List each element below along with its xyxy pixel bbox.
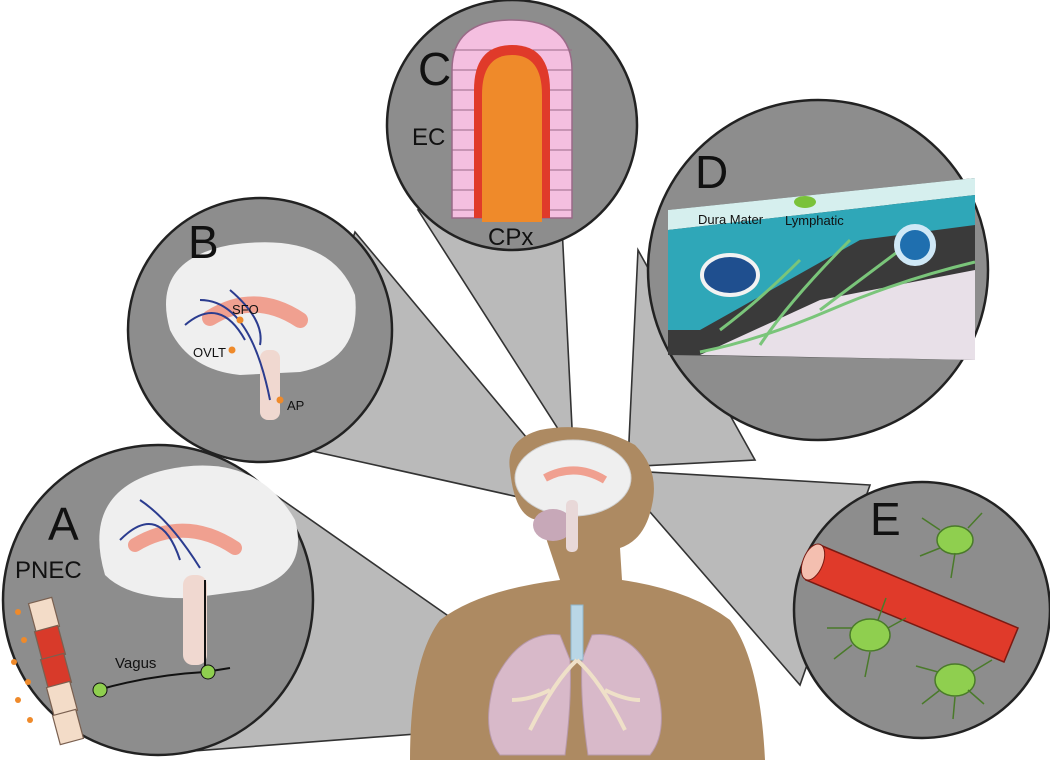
panel-c-letter: C: [418, 43, 451, 95]
panel-b-corpus: [202, 296, 308, 328]
ovlt-marker: [228, 346, 236, 354]
label-vagus: Vagus: [115, 655, 156, 672]
panel-c: C EC CPx: [385, 0, 639, 252]
panel-d-artery: [894, 224, 936, 266]
label-ovlt: OVLT: [193, 345, 226, 360]
panel-d-dura: [668, 178, 975, 230]
ap-marker: [276, 396, 284, 404]
panel-e-vessel-lumen: [800, 543, 826, 581]
label-ec: EC: [412, 124, 445, 151]
panel-c-core: [482, 55, 542, 222]
glia-cells: [827, 512, 993, 720]
neuron-icon: [92, 682, 108, 698]
panel-d: D Dura Mater Lymphatic: [646, 98, 990, 442]
panel-b: B SFO OVLT AP: [126, 196, 394, 464]
sfo-marker: [236, 316, 244, 324]
panel-a-letter: A: [48, 498, 79, 550]
glia-cell: [915, 659, 993, 720]
glia-cell: [919, 512, 983, 579]
cerebellum: [533, 509, 573, 541]
panel-e-letter: E: [870, 493, 901, 545]
panel-b-brainstem: [260, 350, 280, 420]
label-ap: AP: [287, 398, 304, 413]
panel-d-vein: [700, 253, 760, 297]
panel-d-letter: D: [695, 146, 728, 198]
panel-a: A PNEC Vagus: [1, 443, 315, 757]
trachea: [570, 604, 584, 661]
panel-b-nerves: [184, 289, 271, 401]
glia-cell: [827, 597, 907, 678]
bronchi: [511, 658, 641, 731]
panel-d-cortex: [700, 270, 975, 360]
lymphatic-vessel: [794, 196, 816, 208]
panel-a-dots: [11, 609, 33, 723]
label-cpx: CPx: [488, 224, 533, 251]
lung-left: [488, 634, 571, 756]
panel-a-brainstem: [183, 575, 207, 665]
panel-b-letter: B: [188, 216, 219, 268]
human-silhouette: [410, 427, 765, 760]
label-dura-mater: Dura Mater: [698, 212, 764, 227]
panel-e: E: [792, 480, 1050, 740]
neuron-icon: [200, 664, 216, 680]
brainstem: [566, 500, 578, 552]
panel-d-arachnoid: [668, 195, 975, 330]
label-lymphatic: Lymphatic: [785, 213, 844, 228]
panel-d-trabeculae: [699, 238, 976, 354]
label-sfo: SFO: [232, 302, 259, 317]
panel-a-corpus: [128, 523, 242, 555]
panel-a-nerves: [119, 499, 201, 569]
panel-a-epithelium: [27, 596, 85, 746]
label-pnec: PNEC: [15, 557, 82, 584]
brain-corpus: [543, 466, 608, 484]
